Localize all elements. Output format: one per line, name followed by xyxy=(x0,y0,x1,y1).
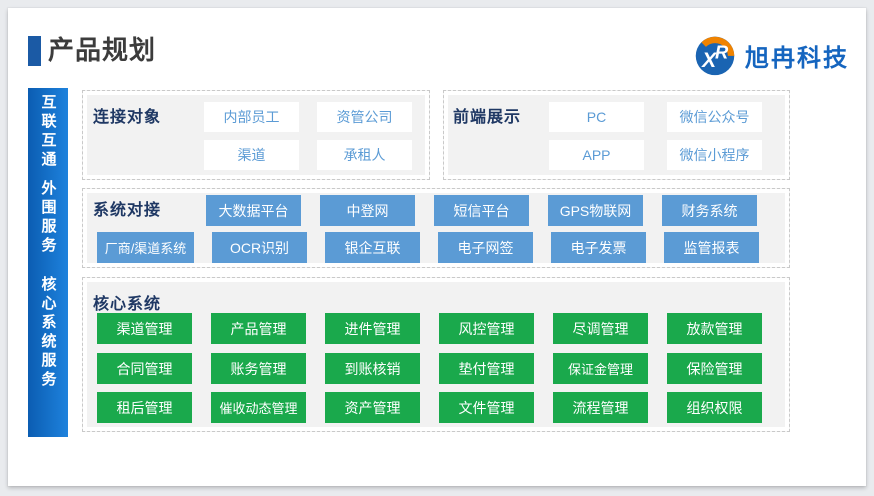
core-chip: 产品管理 xyxy=(211,313,306,344)
chip-row: APP 微信小程序 xyxy=(549,140,762,170)
frontend-chip: APP xyxy=(549,140,644,170)
service-rail: 互联互通 外围服务 核心系统服务 xyxy=(28,88,68,437)
chip-row: 租后管理 催收动态管理 资产管理 文件管理 流程管理 组织权限 xyxy=(97,392,762,423)
section-connection: 连接对象 内部员工 资管公司 渠道 承租人 xyxy=(82,90,430,180)
chip-row: 厂商/渠道系统 OCR识别 银企互联 电子网签 电子发票 监管报表 xyxy=(97,232,759,263)
section-frontend-label: 前端展示 xyxy=(453,109,522,126)
core-chip: 保险管理 xyxy=(667,353,762,384)
svg-text:R: R xyxy=(715,42,729,63)
core-chip: 流程管理 xyxy=(553,392,648,423)
svg-text:X: X xyxy=(701,49,718,72)
core-chip: 进件管理 xyxy=(325,313,420,344)
core-chip: 风控管理 xyxy=(439,313,534,344)
core-chip: 文件管理 xyxy=(439,392,534,423)
section-integration: 系统对接 大数据平台 中登网 短信平台 GPS物联网 财务系统 厂商/渠道系统 … xyxy=(82,188,790,268)
integration-chip: OCR识别 xyxy=(212,232,307,263)
core-chip: 账务管理 xyxy=(211,353,306,384)
rail-group-core-services: 核心系统服务 xyxy=(39,276,57,390)
core-chip: 保证金管理 xyxy=(553,353,648,384)
core-chip: 垫付管理 xyxy=(439,353,534,384)
title-accent-bar xyxy=(28,36,41,66)
core-chip: 催收动态管理 xyxy=(211,392,306,423)
integration-chip: 电子发票 xyxy=(551,232,646,263)
integration-chip: 短信平台 xyxy=(434,195,529,226)
integration-chip: 银企互联 xyxy=(325,232,420,263)
section-frontend: 前端展示 PC 微信公众号 APP 微信小程序 xyxy=(443,90,790,180)
core-chip: 到账核销 xyxy=(325,353,420,384)
connection-chip: 内部员工 xyxy=(204,102,299,132)
integration-chip: 厂商/渠道系统 xyxy=(97,232,194,263)
page-title: 产品规划 xyxy=(48,35,157,65)
frontend-chip: PC xyxy=(549,102,644,132)
section-integration-label: 系统对接 xyxy=(93,202,162,219)
core-chip: 合同管理 xyxy=(97,353,192,384)
xr-logo-icon: R X xyxy=(695,36,735,76)
core-chip: 组织权限 xyxy=(667,392,762,423)
frontend-chip: 微信小程序 xyxy=(667,140,762,170)
chip-row: PC 微信公众号 xyxy=(549,102,762,132)
integration-chip: 电子网签 xyxy=(438,232,533,263)
chip-row: 渠道 承租人 xyxy=(204,140,412,170)
company-logo: R X 旭冉科技 xyxy=(693,33,849,77)
chip-row: 内部员工 资管公司 xyxy=(204,102,412,132)
frontend-chip: 微信公众号 xyxy=(667,102,762,132)
rail-group-interconnect: 互联互通 xyxy=(39,94,57,170)
connection-chip: 资管公司 xyxy=(317,102,412,132)
core-chip: 租后管理 xyxy=(97,392,192,423)
chip-row: 渠道管理 产品管理 进件管理 风控管理 尽调管理 放款管理 xyxy=(97,313,762,344)
connection-chip: 承租人 xyxy=(317,140,412,170)
integration-chip: 财务系统 xyxy=(662,195,757,226)
chip-row: 合同管理 账务管理 到账核销 垫付管理 保证金管理 保险管理 xyxy=(97,353,762,384)
core-chip: 渠道管理 xyxy=(97,313,192,344)
integration-chip: GPS物联网 xyxy=(548,195,643,226)
section-core: 核心系统 渠道管理 产品管理 进件管理 风控管理 尽调管理 放款管理 合同管理 … xyxy=(82,277,790,432)
core-chip: 放款管理 xyxy=(667,313,762,344)
integration-chip: 监管报表 xyxy=(664,232,759,263)
section-core-label: 核心系统 xyxy=(93,296,162,313)
core-chip: 尽调管理 xyxy=(553,313,648,344)
rail-group-peripheral: 外围服务 xyxy=(39,180,57,256)
core-chip: 资产管理 xyxy=(325,392,420,423)
connection-chip: 渠道 xyxy=(204,140,299,170)
chip-row: 大数据平台 中登网 短信平台 GPS物联网 财务系统 xyxy=(206,195,757,226)
integration-chip: 大数据平台 xyxy=(206,195,301,226)
section-connection-label: 连接对象 xyxy=(93,109,162,126)
integration-chip: 中登网 xyxy=(320,195,415,226)
company-name: 旭冉科技 xyxy=(745,44,849,72)
